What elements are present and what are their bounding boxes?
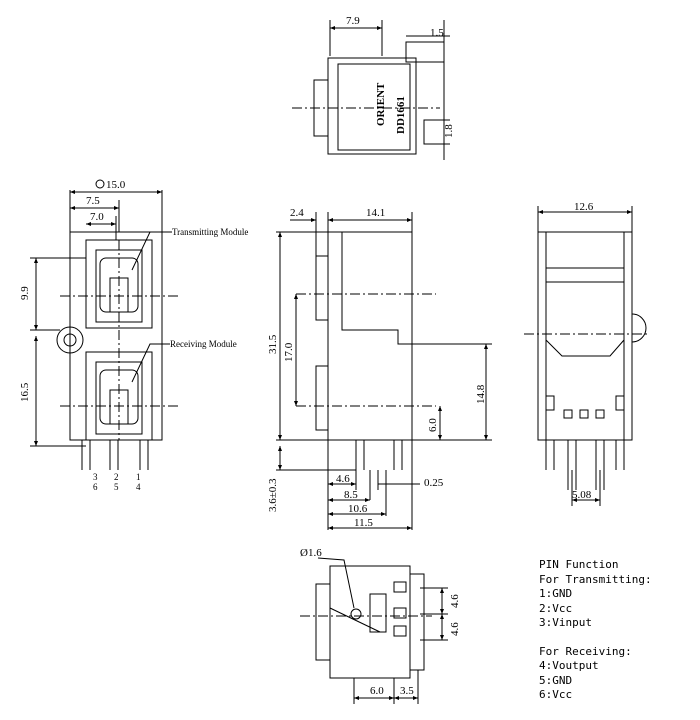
dim-side-17-0: 17.0	[283, 342, 295, 362]
pin-label: 4	[136, 482, 141, 492]
dim-rear-12-6: 12.6	[574, 201, 594, 213]
tx-pin-item: 2:Vcc	[539, 601, 573, 615]
dim-bottom-4-6-b: 4.6	[449, 622, 461, 636]
rx-header: For Receiving:	[539, 644, 632, 658]
dim-side-8-5: 8.5	[344, 489, 358, 501]
dim-bottom-hole: Ø1.6	[300, 547, 322, 559]
transmitting-module-label: Transmitting Module	[172, 227, 248, 237]
dim-bottom-6-0: 6.0	[370, 685, 384, 697]
tx-header: For Transmitting:	[539, 572, 652, 586]
tx-pin-item: 1:GND	[539, 587, 573, 600]
dim-bottom-3-5: 3.5	[400, 685, 414, 697]
dim-side-4-6: 4.6	[336, 473, 350, 485]
rx-pin-item: 5:GND	[539, 673, 573, 687]
diameter-symbol	[95, 179, 105, 189]
pin-label: 3	[93, 472, 98, 482]
pin-label: 5	[114, 482, 119, 492]
front-view	[30, 190, 180, 470]
dim-side-14-8: 14.8	[475, 384, 487, 404]
dim-side-14-1: 14.1	[366, 207, 385, 219]
dim-side-2-4: 2.4	[290, 207, 304, 219]
dim-front-7-5: 7.5	[86, 195, 100, 207]
dim-side-10-6: 10.6	[348, 503, 368, 515]
side-view	[276, 212, 492, 530]
stamp-code: DD1661	[395, 96, 407, 134]
dim-front-16-5: 16.5	[19, 382, 31, 402]
dim-side-6-0: 6.0	[427, 418, 439, 432]
top-view	[292, 20, 450, 160]
pin-label: 1	[136, 472, 141, 482]
stamp-logo: ORIENT	[375, 82, 387, 126]
rx-pin-item: 4:Voutput	[539, 659, 599, 672]
dim-side-11-5: 11.5	[354, 517, 373, 529]
dim-side-31-5: 31.5	[267, 334, 279, 354]
dim-rear-5-08: 5.08	[572, 489, 592, 501]
pin-label: 6	[93, 482, 98, 492]
dim-side-0-25: 0.25	[424, 477, 444, 489]
dim-front-9-9: 9.9	[19, 286, 31, 300]
receiving-module-label: Receiving Module	[170, 339, 237, 349]
pin-function-title: PIN Function	[539, 558, 619, 571]
bottom-view	[300, 557, 448, 704]
dim-top-side: 1.8	[443, 124, 455, 138]
pin-label: 2	[114, 472, 119, 482]
pin-function-legend: PIN Function For Transmitting: 1:GND 2:V…	[539, 558, 652, 703]
dim-side-3-6: 3.6±0.3	[267, 478, 279, 512]
rear-view	[524, 206, 648, 506]
dim-front-7-0: 7.0	[90, 211, 104, 223]
dim-front-15: 15.0	[106, 179, 126, 191]
dim-bottom-4-6-a: 4.6	[449, 594, 461, 608]
dim-top-width: 7.9	[346, 15, 360, 27]
dim-top-tab: 1.5	[430, 27, 444, 39]
rx-pin-item: 6:Vcc	[539, 688, 573, 701]
tx-pin-item: 3:Vinput	[539, 616, 592, 629]
